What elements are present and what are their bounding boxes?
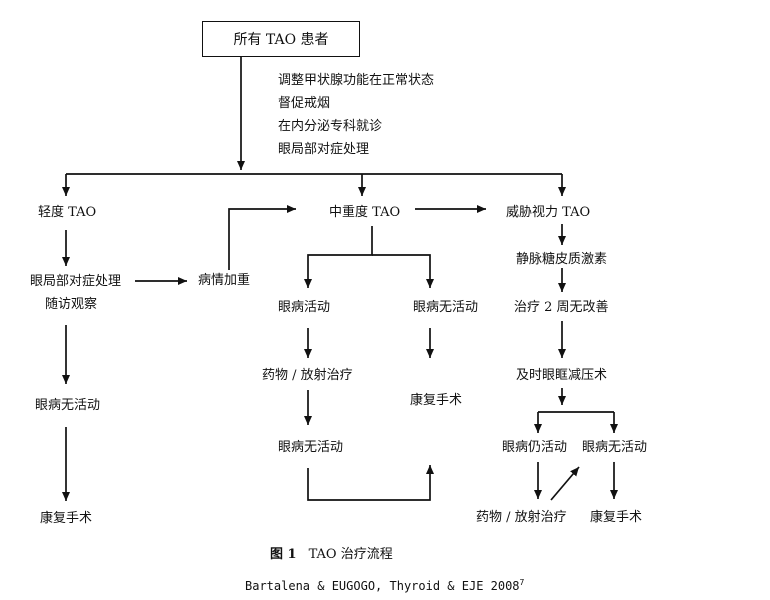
moderate-tao-label: 中重度 TAO <box>329 205 401 220</box>
mild-tao-label: 轻度 TAO <box>38 205 97 220</box>
moderate-active-label: 眼病活动 <box>278 300 331 315</box>
moderate-inactive-label: 眼病无活动 <box>413 300 479 315</box>
decompression-label: 及时眼眶减压术 <box>516 368 608 383</box>
arrow-loop-to-surgery <box>307 465 434 501</box>
no-improve-label: 治疗 2 周无改善 <box>514 300 609 315</box>
measure-thyroid: 调整甲状腺功能在正常状态 <box>278 73 435 88</box>
sight-inactive-label: 眼病无活动 <box>582 440 648 455</box>
sight-tao-label: 威胁视力 TAO <box>506 205 591 220</box>
source-superscript: 7 <box>519 578 525 587</box>
figure-caption: 图 1 TAO 治疗流程 <box>270 543 405 562</box>
sight-surgery-label: 康复手术 <box>590 510 643 525</box>
all-patients-label: 所有 TAO 患者 <box>233 32 329 48</box>
arrow-worsening-to-moderate <box>228 205 296 270</box>
measure-smoking: 督促戒烟 <box>278 96 331 111</box>
moderate-inactive-after-label: 眼病无活动 <box>278 440 344 455</box>
sight-drug-label: 药物 / 放射治疗 <box>476 510 567 525</box>
mild-surgery-label: 康复手术 <box>40 511 93 526</box>
mild-treatment-line2: 随访观察 <box>45 297 98 312</box>
measure-endocrine: 在内分泌专科就诊 <box>278 119 383 134</box>
still-active-label: 眼病仍活动 <box>502 440 568 455</box>
figure-title: TAO 治疗流程 <box>308 547 393 562</box>
worsening-label: 病情加重 <box>198 273 251 288</box>
arrow-drug-to-inactive-sight <box>550 466 580 501</box>
mild-inactive-label: 眼病无活动 <box>35 398 101 413</box>
moderate-split <box>304 226 373 288</box>
figure-number: 图 1 <box>270 547 297 562</box>
measure-local: 眼局部对症处理 <box>278 142 370 157</box>
all-patients-box: 所有 TAO 患者 <box>202 21 360 57</box>
moderate-split-right <box>372 254 434 288</box>
source-text: Bartalena & EUGOGO, Thyroid & EJE 2008 <box>245 579 520 593</box>
steroid-label: 静脉糖皮质激素 <box>516 252 608 267</box>
mild-treatment-line1: 眼局部对症处理 <box>30 274 122 289</box>
moderate-surgery-label: 康复手术 <box>410 393 463 408</box>
moderate-drug-label: 药物 / 放射治疗 <box>262 368 353 383</box>
source-citation: Bartalena & EUGOGO, Thyroid & EJE 20087 <box>245 578 524 593</box>
